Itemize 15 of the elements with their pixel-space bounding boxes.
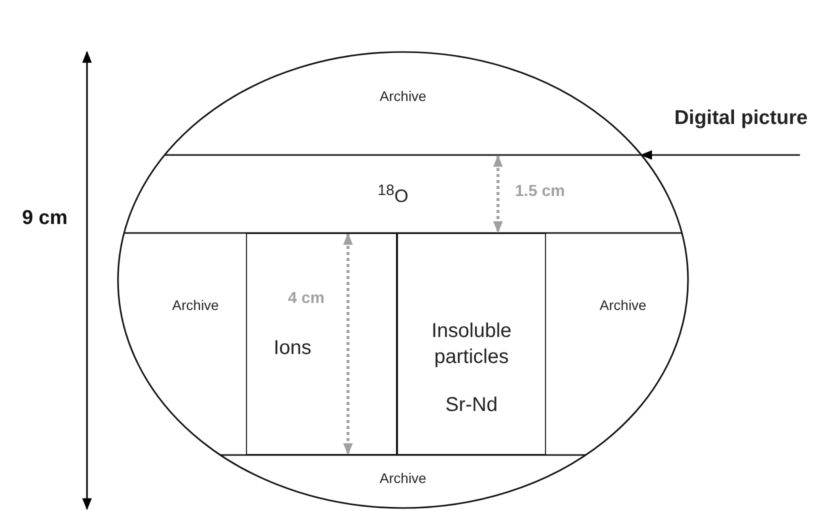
arrow	[640, 150, 800, 160]
insoluble-compartment	[397, 233, 546, 455]
section-name: Archive	[598, 297, 648, 313]
isotope-label: $^{18}$O	[376, 182, 410, 207]
element-label: Sr-Nd	[444, 394, 499, 417]
section-name: Ions	[272, 337, 312, 360]
dimension-label: 1.5 cm	[515, 183, 565, 201]
section-name: Archive	[378, 470, 428, 486]
section-name: Archive	[378, 88, 428, 104]
dimension-label: 4 cm	[288, 290, 324, 308]
section-name: Insoluble particles	[430, 319, 513, 370]
ions-compartment	[246, 233, 397, 455]
source-label: Digital picture	[673, 107, 809, 130]
dimension-label: 9 cm	[22, 207, 68, 230]
section-name: Archive	[171, 297, 220, 313]
